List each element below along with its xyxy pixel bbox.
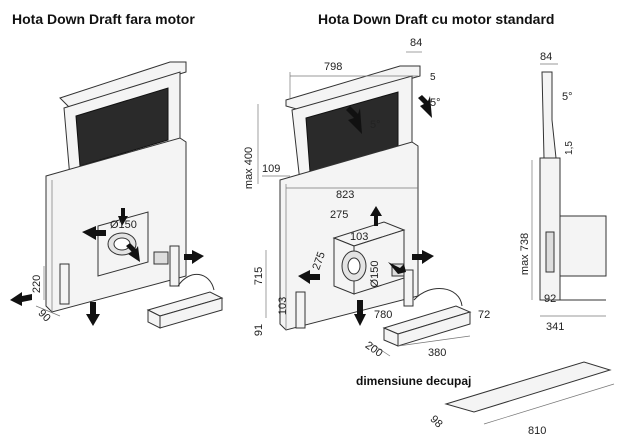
- dim-box-200: 200: [363, 339, 385, 359]
- dim-motor-depth: 275: [310, 250, 328, 271]
- dim-box-780: 780: [374, 309, 392, 321]
- dim-motor-width2: 103: [350, 231, 368, 243]
- dim-base-103: 103: [277, 297, 289, 315]
- dim-body-width: 823: [336, 189, 354, 201]
- arrow-in-top: [418, 95, 432, 118]
- arrow-right: [412, 250, 434, 264]
- dim-base-91: 91: [253, 324, 265, 336]
- dim-height-715: 715: [253, 267, 265, 285]
- dim-lip: 109: [262, 163, 280, 175]
- side-dim-overall: 341: [546, 321, 564, 333]
- dim-left-height: 220: [31, 275, 43, 293]
- side-dim-top: 84: [540, 51, 552, 63]
- arrow-left: [298, 270, 320, 284]
- dim-left-diameter: Ø150: [110, 219, 137, 231]
- connector: [153, 251, 169, 265]
- hood-top-bar: [285, 65, 421, 111]
- side-motor: [559, 215, 607, 277]
- dim-depth-top: 84: [410, 37, 422, 49]
- heading-middle: Hota Down Draft cu motor standard: [318, 11, 554, 27]
- side-dim-small: 1,5: [564, 141, 575, 155]
- dim-angle: 5°: [430, 97, 441, 109]
- side-body: [539, 157, 561, 301]
- side-upper: [541, 71, 557, 159]
- side-dim-angle: 5°: [562, 91, 573, 103]
- arrow-up: [118, 208, 128, 226]
- side-view: 84 5° 1,5 max 738 92 341: [519, 51, 607, 333]
- leg-left: [59, 263, 70, 305]
- leg-left: [295, 291, 306, 329]
- leg-right: [169, 245, 180, 287]
- arrow-out: [126, 243, 140, 262]
- side-dim-bottom: 92: [544, 293, 556, 305]
- hood-glass-inner: [75, 87, 169, 167]
- dim-offset-top: 5: [430, 72, 436, 83]
- hood-with-motor: 798 84 5 5° 5° max 400 109 823 275 103 2…: [243, 37, 490, 360]
- cutout-shape: [444, 361, 612, 413]
- dim-box-380: 380: [428, 347, 446, 359]
- arrow-down: [354, 300, 366, 326]
- arrow-far-left: [10, 292, 32, 306]
- dim-max-height: max 400: [243, 147, 255, 189]
- side-dim-max-height: max 738: [519, 233, 531, 275]
- heading-cutout: dimensiune decupaj: [356, 374, 471, 388]
- cutout-length: 810: [528, 425, 546, 437]
- dim-top-width: 798: [324, 61, 342, 73]
- arrow-in-glass: [346, 106, 362, 134]
- dim-box-72: 72: [478, 309, 490, 321]
- cutout-width: 98: [428, 413, 445, 430]
- leg-right: [403, 269, 414, 307]
- dim-motor-width: 275: [330, 209, 348, 221]
- hood-without-motor: 220 90 Ø150: [10, 61, 224, 329]
- dim-motor-diameter: Ø150: [369, 261, 381, 288]
- arrow-right: [184, 250, 204, 264]
- arrow-down: [86, 302, 100, 326]
- heading-left: Hota Down Draft fara motor: [12, 11, 195, 27]
- arrow-up: [370, 206, 382, 226]
- arrow-motor: [388, 262, 406, 274]
- dim-angle-inner: 5°: [370, 119, 381, 131]
- arrow-in-left: [82, 226, 106, 240]
